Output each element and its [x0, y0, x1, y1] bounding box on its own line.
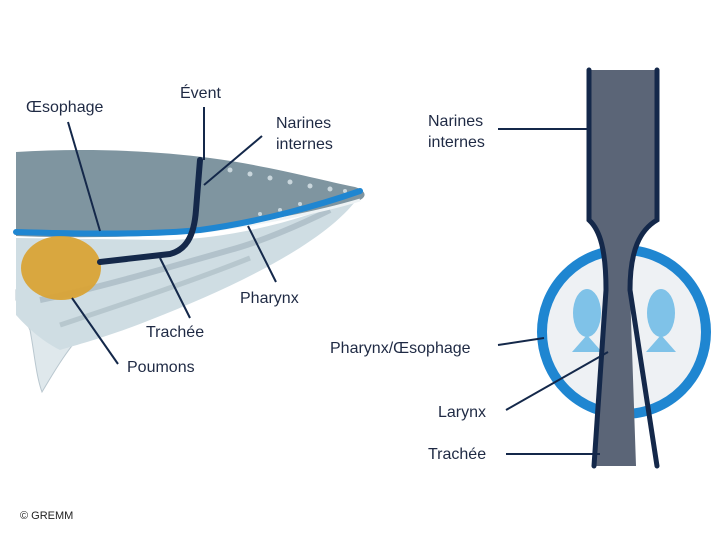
label-trachee-right: Trachée	[428, 446, 486, 463]
leader-larynx	[505, 351, 609, 411]
label-pharynx: Pharynx	[240, 290, 299, 307]
label-oesophage: Œsophage	[26, 99, 103, 116]
label-event: Évent	[180, 83, 221, 102]
label-poumons: Poumons	[127, 359, 195, 376]
left-leaders	[67, 107, 277, 365]
right-leaders	[497, 128, 609, 455]
label-larynx: Larynx	[438, 404, 486, 421]
fish-icon-left	[572, 289, 602, 352]
leader-poumons	[71, 297, 119, 365]
nasal-tube-fill	[589, 70, 657, 466]
leader-trachee	[159, 257, 191, 319]
airway-wall-left	[586, 67, 609, 469]
whale-tubercles	[227, 167, 347, 216]
label-narines-internes-right: Narines internes	[428, 113, 488, 151]
whale-throat-shade	[59, 255, 251, 328]
label-narines-internes-left: Narines internes	[276, 115, 336, 153]
fish-icon-right	[646, 289, 676, 352]
lungs-shape	[21, 236, 101, 300]
leader-narines	[203, 135, 263, 186]
label-trachee-left: Trachée	[146, 324, 204, 341]
label-narines-left-line2: internes	[276, 136, 333, 153]
leader-oesophage	[67, 121, 101, 232]
leader-pharynx-oesophage	[497, 337, 545, 346]
copyright-notice: © GREMM	[20, 510, 74, 522]
airway-tract	[97, 157, 203, 265]
label-narines-right-line2: internes	[428, 134, 485, 151]
airway-walls	[586, 67, 660, 469]
label-pharynx-oesophage: Pharynx/Œsophage	[330, 340, 471, 357]
leader-pharynx	[247, 225, 277, 283]
label-narines-right-line1: Narines	[428, 113, 483, 130]
airway-wall-right	[627, 67, 660, 469]
oesophagus-tract	[13, 188, 363, 237]
label-narines-left-line1: Narines	[276, 115, 331, 132]
